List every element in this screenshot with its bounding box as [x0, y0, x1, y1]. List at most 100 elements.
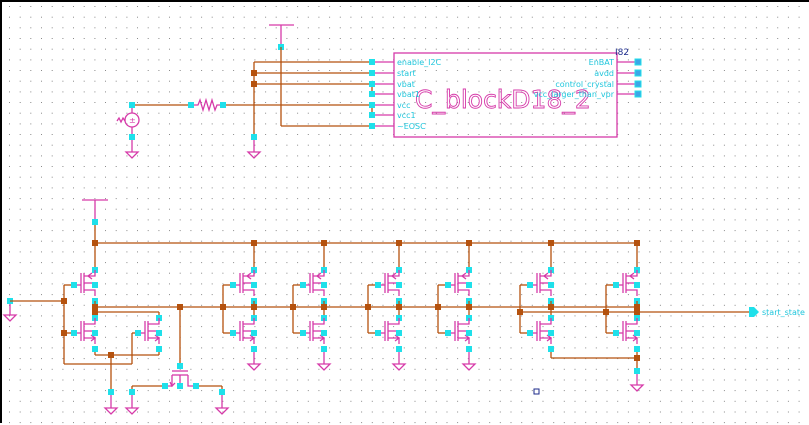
right-pin-label: avdd — [594, 69, 614, 78]
pin[interactable] — [369, 59, 375, 65]
pin — [177, 363, 183, 369]
junction — [92, 240, 98, 246]
pin — [300, 282, 306, 288]
pin — [92, 330, 98, 336]
junction — [634, 304, 640, 310]
junction — [92, 304, 98, 310]
pin — [230, 330, 236, 336]
pin — [92, 219, 98, 225]
pin — [129, 134, 135, 140]
left-pin-label: vbat — [397, 80, 415, 89]
pin — [445, 330, 451, 336]
pin — [613, 282, 619, 288]
output-net-label: start_state — [762, 308, 805, 317]
upper-circuit: ± I82 C_blockD18_2 enable_I2Cstartvbatvb… — [116, 24, 642, 159]
junction — [435, 304, 441, 310]
pin — [445, 282, 451, 288]
pin[interactable] — [369, 91, 375, 97]
ground-icon — [391, 363, 407, 371]
junction — [220, 304, 226, 310]
junction — [290, 304, 296, 310]
junction — [396, 240, 402, 246]
pin[interactable] — [369, 70, 375, 76]
pin — [251, 346, 257, 352]
selection-marker — [533, 388, 540, 395]
grid-dots — [9, 6, 800, 424]
ground-icon — [316, 363, 332, 371]
pin[interactable] — [369, 112, 375, 118]
right-pin-label: vcc_larger_than_vpr — [534, 90, 615, 99]
pin — [156, 346, 162, 352]
pin[interactable] — [634, 90, 642, 98]
pin — [156, 330, 162, 336]
junction — [396, 304, 402, 310]
pin — [466, 346, 472, 352]
pin — [71, 330, 77, 336]
junction — [61, 298, 67, 304]
junction — [634, 240, 640, 246]
pin — [108, 389, 114, 395]
pin — [396, 282, 402, 288]
pin — [548, 330, 554, 336]
right-pin-label: EnBAT — [589, 58, 614, 67]
left-pin-label: vcc1 — [397, 111, 416, 120]
pin[interactable] — [369, 102, 375, 108]
pin — [466, 282, 472, 288]
voltage-source-symbol: ± — [116, 108, 140, 136]
ground-symbol — [214, 395, 230, 415]
pin — [92, 282, 98, 288]
pin[interactable] — [634, 80, 642, 88]
ground-symbol — [629, 374, 645, 392]
pin — [129, 102, 135, 108]
pin — [527, 330, 533, 336]
junction — [466, 240, 472, 246]
instance-label: I82 — [615, 48, 629, 58]
vdd-symbol — [269, 24, 294, 47]
nmos-transistor — [239, 318, 256, 344]
pin — [396, 346, 402, 352]
pmos-transistor — [622, 270, 638, 296]
ground-symbol — [124, 140, 140, 159]
pin — [92, 346, 98, 352]
pin[interactable] — [634, 58, 642, 66]
junction — [251, 304, 257, 310]
junction — [365, 304, 371, 310]
ground-symbol — [246, 140, 262, 159]
left-pin-label: ~EOSC — [397, 122, 426, 131]
pin — [466, 330, 472, 336]
pin — [375, 282, 381, 288]
ground-symbol — [2, 304, 18, 322]
pin[interactable] — [369, 81, 375, 87]
pmos-transistor — [454, 270, 470, 296]
pin — [321, 330, 327, 336]
pin — [375, 330, 381, 336]
junction — [177, 304, 183, 310]
pin[interactable] — [634, 69, 642, 77]
pin — [396, 330, 402, 336]
output-port-icon[interactable] — [749, 307, 759, 317]
pin — [321, 346, 327, 352]
left-pin-label: enable_I2C — [397, 58, 442, 67]
pin[interactable] — [369, 123, 375, 129]
ground-icon — [461, 363, 477, 371]
lower-circuit: start_state — [2, 199, 805, 415]
block-body[interactable] — [393, 52, 618, 138]
resistor-symbol — [194, 97, 221, 113]
junction — [251, 81, 257, 87]
junction — [251, 70, 257, 76]
pin — [193, 383, 199, 389]
pmos-transistor — [536, 270, 552, 296]
pin — [548, 282, 554, 288]
pin — [251, 134, 257, 140]
left-pin-label: vbat1 — [397, 90, 420, 99]
vdd-symbol — [82, 199, 108, 220]
pin — [634, 368, 640, 374]
pmos-transistor — [80, 270, 96, 296]
pin — [71, 282, 77, 288]
left-pin-label: start — [397, 69, 416, 78]
junction — [634, 355, 640, 361]
junction — [548, 240, 554, 246]
ground-symbol — [124, 395, 140, 415]
